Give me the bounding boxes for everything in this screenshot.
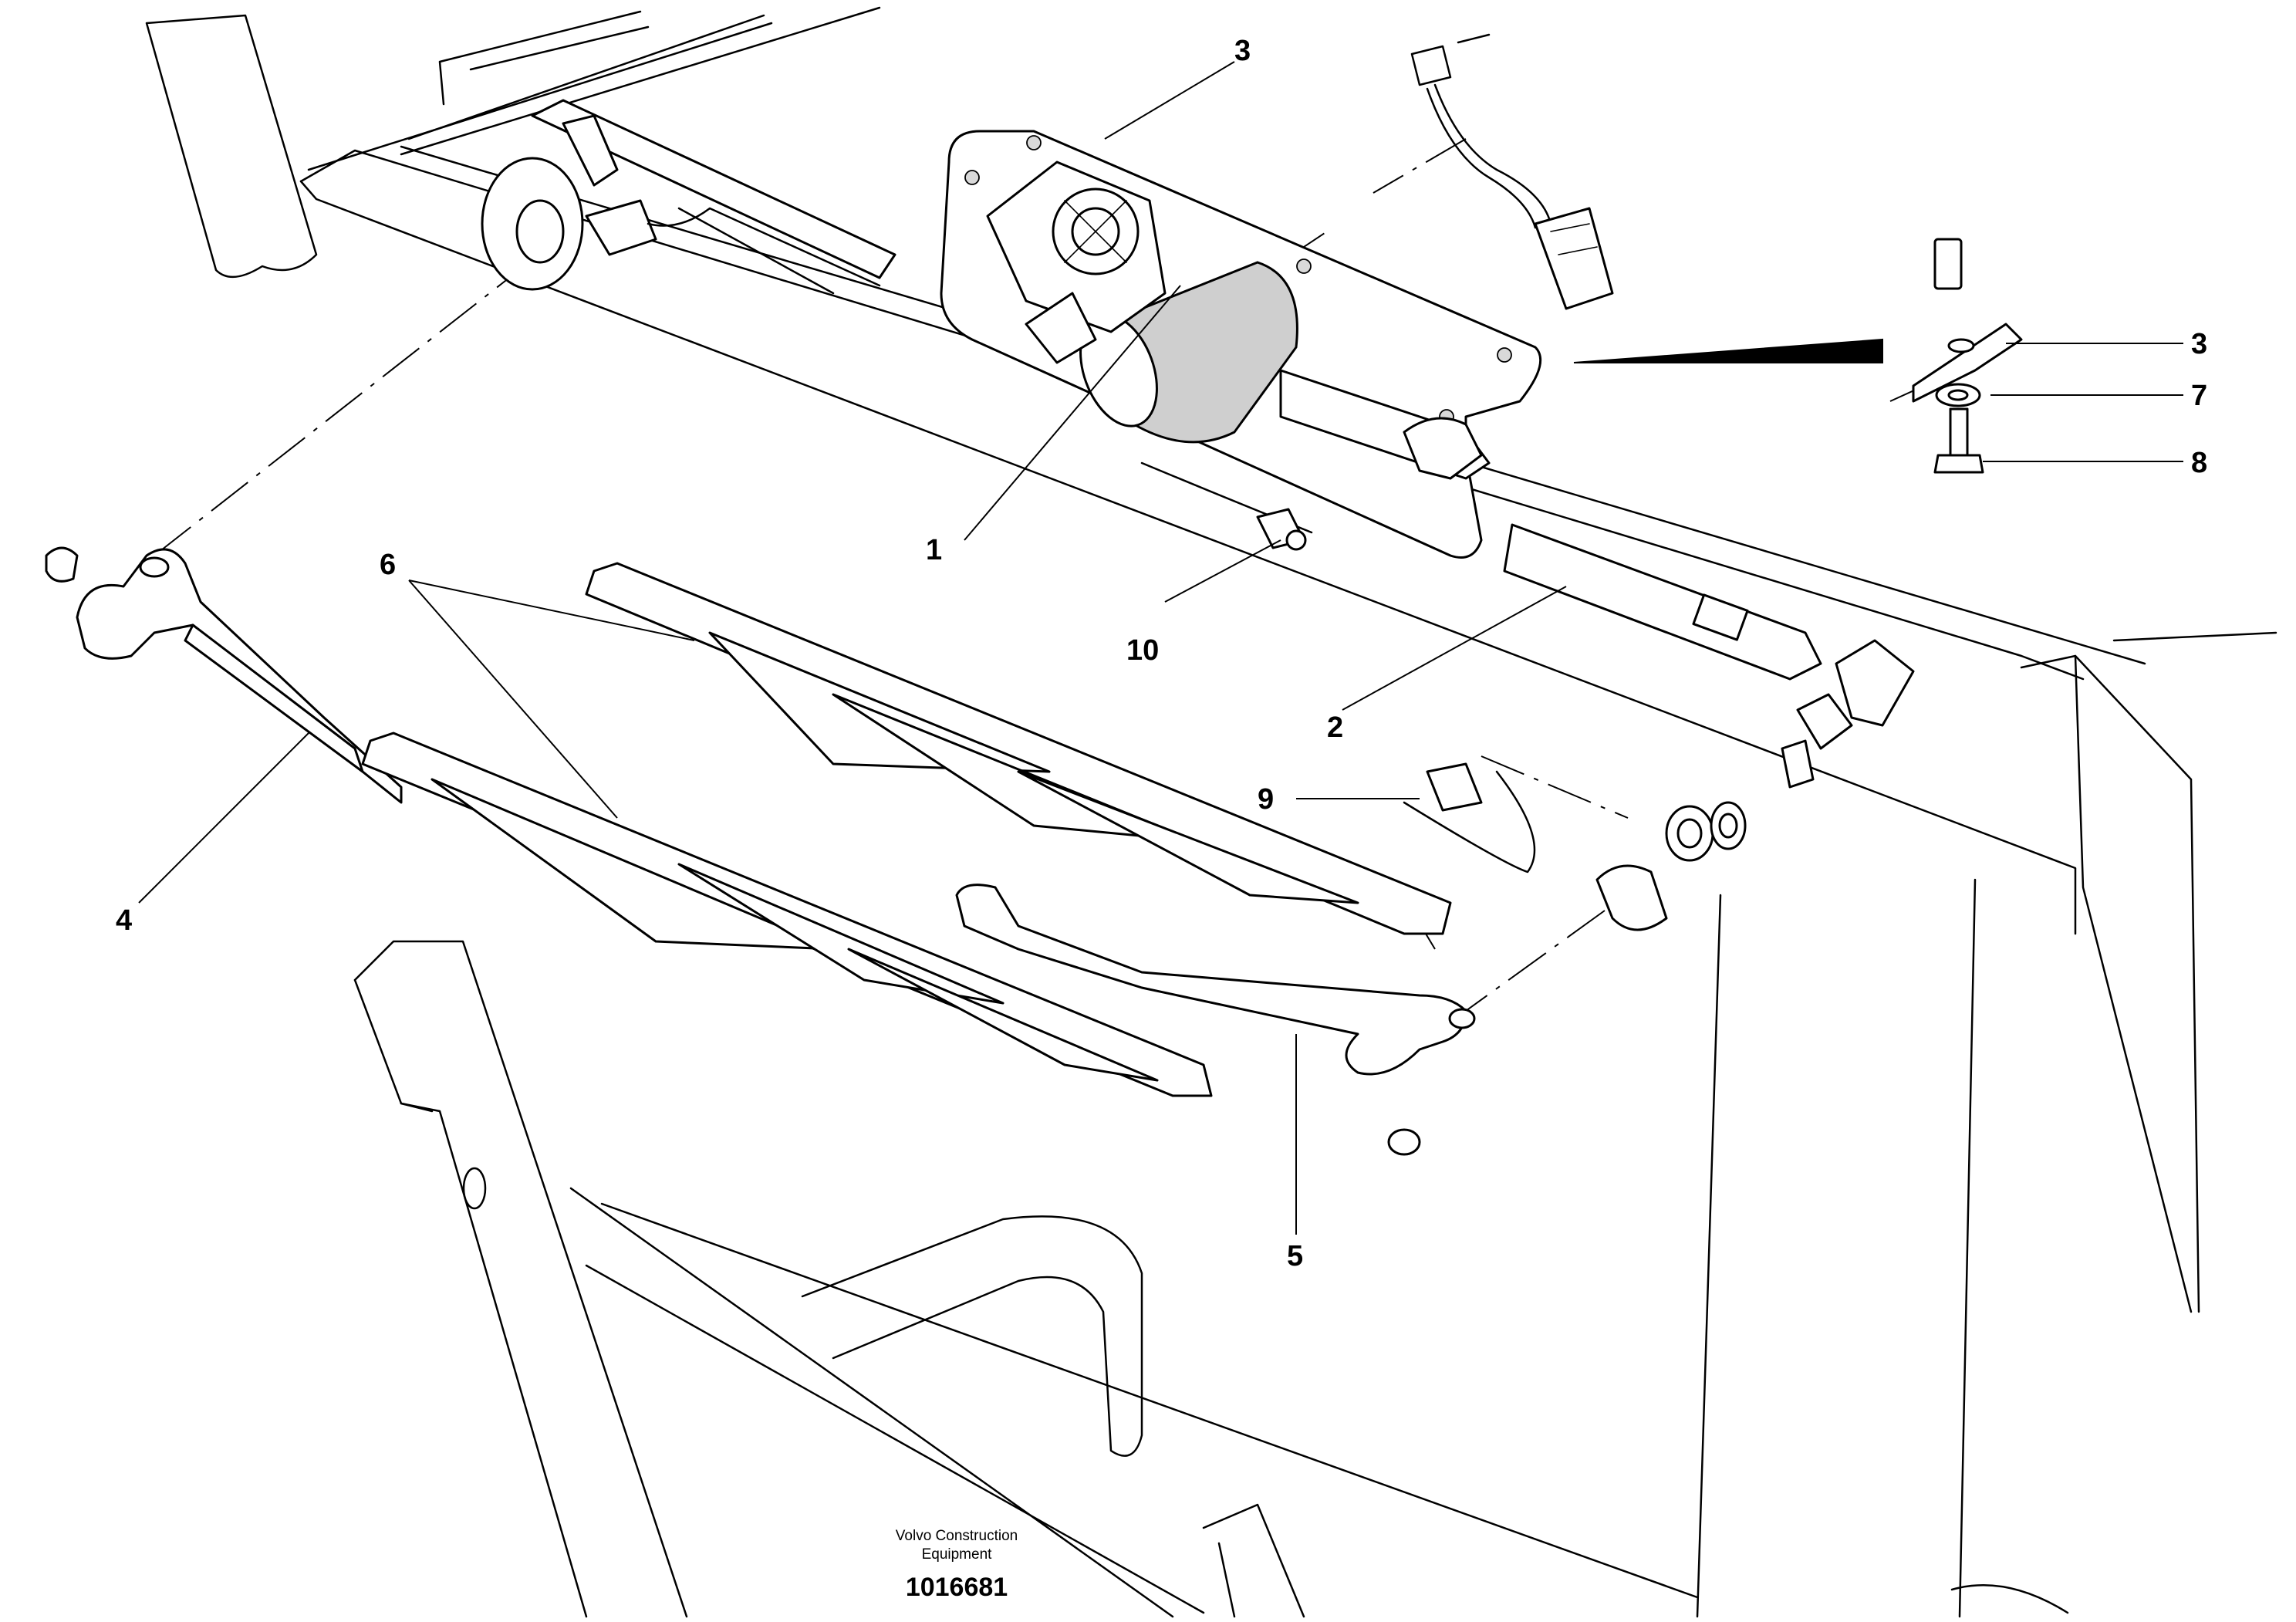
wiper-blade-upper: [585, 562, 1452, 935]
washer-hose: [1140, 461, 1536, 874]
company-line-1: Volvo Construction: [896, 1528, 1018, 1544]
wiper-blade-lower: [361, 732, 1213, 1097]
callout-4: 4: [116, 904, 132, 937]
callout-7: 7: [2191, 380, 2207, 412]
drawing-caption: Volvo Construction Equipment 1016681: [896, 1528, 1018, 1602]
wiper-arm-right: [955, 884, 1476, 1156]
callout-6: 6: [380, 549, 396, 581]
callout-3-top: 3: [1234, 35, 1251, 67]
callout-5: 5: [1287, 1240, 1303, 1272]
callout-10: 10: [1126, 634, 1159, 667]
callout-2: 2: [1327, 711, 1343, 744]
wiper-arm-left: [45, 546, 403, 804]
cab-frame: [145, 6, 2277, 1618]
callout-1: 1: [926, 534, 942, 566]
wiper-motor: [986, 161, 1298, 444]
leader-lines: [138, 61, 2183, 1235]
callout-9: 9: [1258, 783, 1274, 816]
wiper-linkage: [481, 99, 1915, 789]
callout-8: 8: [2191, 447, 2207, 479]
drawing-number: 1016681: [906, 1573, 1008, 1602]
callout-3-right: 3: [2191, 328, 2207, 360]
motor-cable-connector: [1410, 33, 1614, 310]
company-line-2: Equipment: [922, 1546, 993, 1563]
fastener-detail: [1573, 238, 2023, 474]
callouts: 1 2 3 3 4 5 6 7 8 9 10: [116, 35, 2207, 1272]
pivot-nuts-washers: [1595, 801, 1747, 931]
